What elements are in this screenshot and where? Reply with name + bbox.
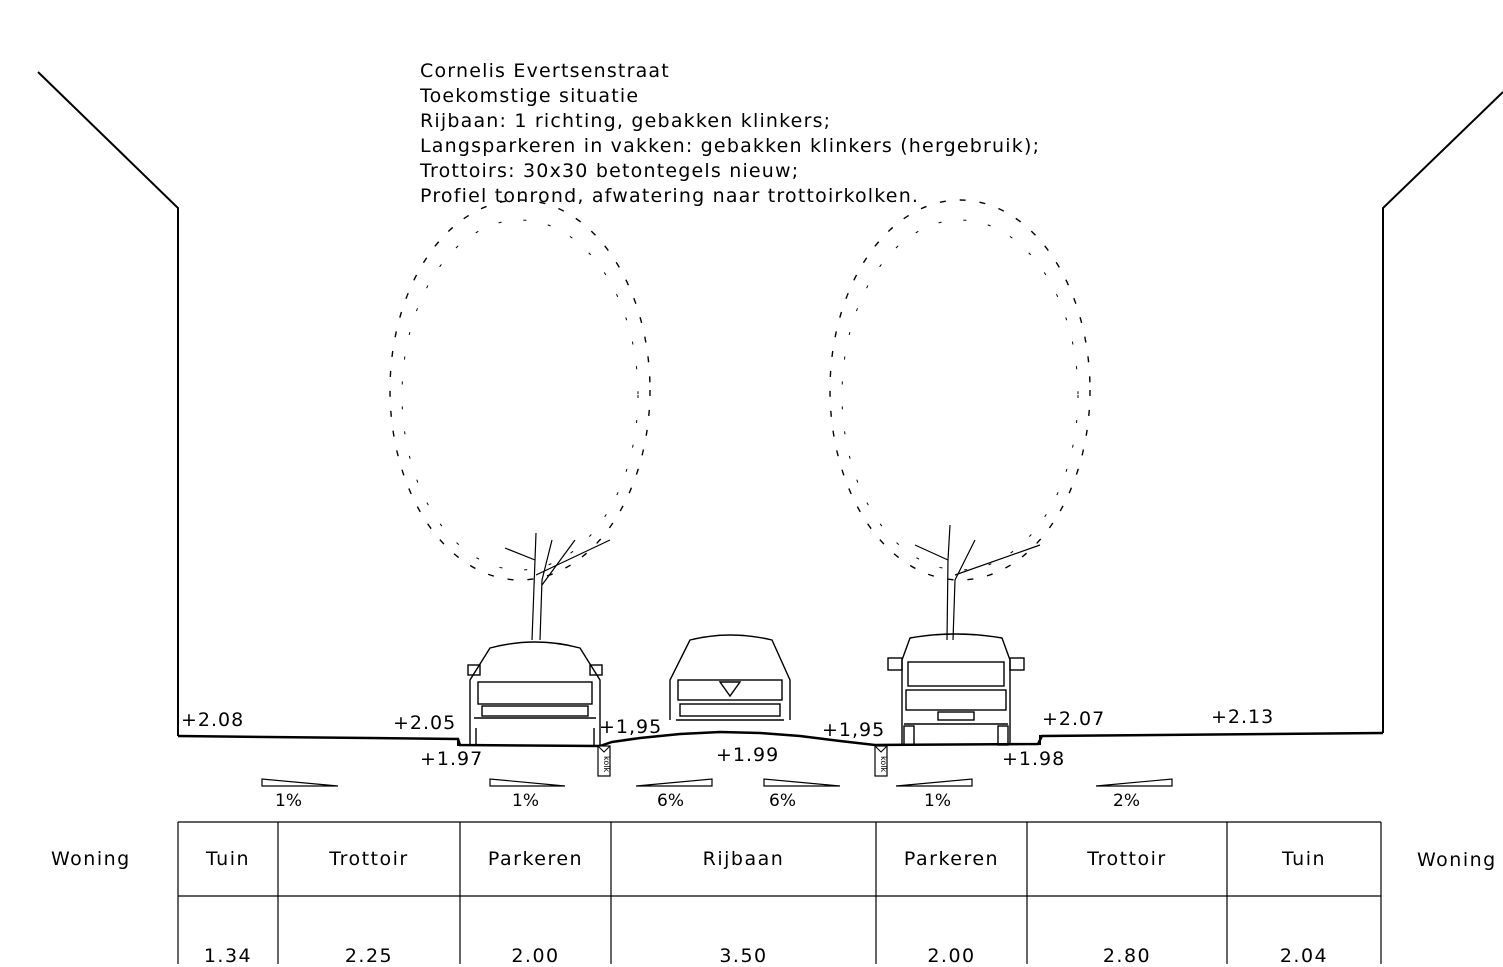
width-right-garden: 2.04: [1279, 945, 1329, 967]
width-left-parking: 2.00: [511, 945, 560, 967]
level-right-garden: +2.13: [1211, 706, 1275, 728]
kolk-label-right: kolk: [879, 756, 888, 773]
width-left-sidewalk: 2.25: [344, 945, 394, 967]
kolk-left: [597, 745, 611, 777]
slope-label-road-left: 6%: [657, 791, 684, 811]
level-road-crown: +1.99: [716, 744, 780, 766]
header-right-parking: Parkeren: [903, 848, 1000, 870]
level-right-parking: +1.98: [1002, 748, 1066, 770]
left-facade-line: [37, 71, 179, 736]
level-left-gutter: +1,95: [599, 716, 663, 738]
header-right-garden: Tuin: [1281, 848, 1327, 870]
tree-right: [829, 199, 1091, 641]
slope-indicators: [261, 778, 1173, 787]
level-right-kerb-top: +2.07: [1042, 708, 1106, 730]
side-label-left: Woning: [51, 848, 131, 870]
header-left-parking: Parkeren: [487, 848, 584, 870]
note-parking: Langsparkeren in vakken: gebakken klinke…: [420, 135, 1041, 157]
kolk-right: [874, 745, 888, 777]
width-right-sidewalk: 2.80: [1102, 945, 1152, 967]
slope-label-left-sidewalk: 1%: [275, 791, 302, 811]
car-left: [467, 641, 603, 745]
header-right-sidewalk: Trottoir: [1087, 848, 1167, 870]
ground-profile-line: [177, 730, 1384, 748]
slope-label-road-right: 6%: [769, 791, 796, 811]
note-situation: Toekomstige situatie: [420, 85, 640, 107]
width-right-parking: 2.00: [927, 945, 976, 967]
slope-label-right-sidewalk: 2%: [1113, 791, 1140, 811]
kolk-label-left: kolk: [602, 756, 611, 773]
level-right-gutter: +1,95: [822, 719, 886, 741]
note-profile: Profiel tonrond, afwatering naar trottoi…: [420, 185, 920, 207]
side-label-right: Woning: [1417, 849, 1497, 871]
header-left-garden: Tuin: [205, 848, 251, 870]
tree-left: [389, 199, 651, 641]
right-facade-line: [1382, 91, 1503, 733]
note-sidewalks: Trottoirs: 30x30 betontegels nieuw;: [420, 160, 800, 182]
slope-label-right-parking: 1%: [924, 791, 951, 811]
width-left-garden: 1.34: [203, 945, 253, 967]
header-left-sidewalk: Trottoir: [329, 848, 409, 870]
note-street-name: Cornelis Evertsenstraat: [420, 60, 670, 82]
width-roadway: 3.50: [719, 945, 768, 967]
header-roadway: Rijbaan: [702, 848, 785, 870]
level-left-garden: +2.08: [181, 709, 245, 731]
car-center: [669, 634, 791, 721]
slope-label-left-parking: 1%: [512, 791, 539, 811]
profile-table-grid: [177, 821, 1382, 964]
level-left-kerb-top: +2.05: [393, 712, 457, 734]
note-roadway: Rijbaan: 1 richting, gebakken klinkers;: [420, 110, 832, 132]
car-right: [887, 633, 1025, 746]
level-left-parking: +1.97: [420, 748, 484, 770]
